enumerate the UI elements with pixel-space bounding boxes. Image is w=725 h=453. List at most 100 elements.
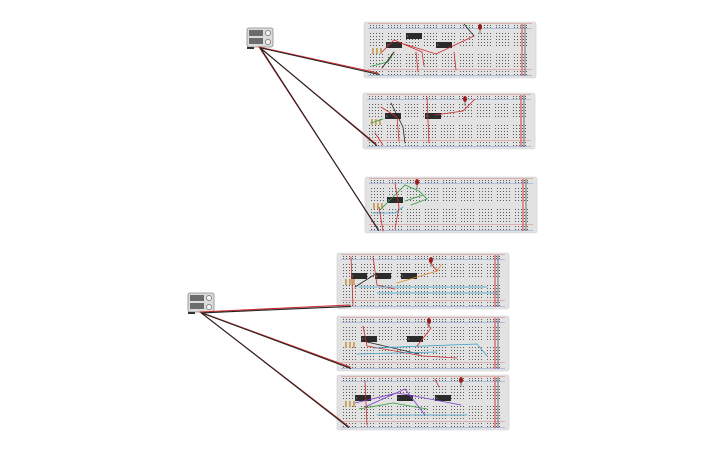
ic-chip-icon <box>406 33 422 39</box>
terminal <box>188 312 195 314</box>
display-window <box>249 38 263 44</box>
ic-chip[interactable] <box>387 197 403 203</box>
power-supply-top[interactable] <box>246 27 274 49</box>
positive-wire <box>258 46 379 74</box>
jumper-wire[interactable] <box>364 380 368 426</box>
resistor-bank[interactable] <box>345 279 355 285</box>
jumper-wire[interactable] <box>381 51 395 69</box>
breadboard-icon <box>336 315 510 372</box>
jumper-wire[interactable] <box>364 388 426 416</box>
jumper-wire[interactable] <box>403 35 475 55</box>
hole-grid <box>343 378 500 427</box>
jumper-wire[interactable] <box>374 132 384 146</box>
chip-notch <box>437 44 439 46</box>
resistor-bank[interactable] <box>373 203 383 209</box>
chip-notch <box>408 338 410 340</box>
breadboard-4[interactable] <box>336 252 510 310</box>
ic-chip-icon <box>386 42 402 48</box>
led[interactable] <box>415 179 419 189</box>
supply-cable[interactable] <box>199 311 352 369</box>
ic-chip[interactable] <box>351 273 367 279</box>
led[interactable] <box>427 318 431 328</box>
ic-chip-icon <box>385 113 401 119</box>
supply-cable[interactable] <box>258 46 380 231</box>
chip-notch <box>426 115 428 117</box>
jumper-wire[interactable] <box>434 378 440 388</box>
breadboard-1[interactable] <box>363 21 537 79</box>
display-window <box>190 303 204 309</box>
ic-chip[interactable] <box>397 395 413 401</box>
ic-chip-icon <box>375 273 391 279</box>
ic-chip-icon <box>407 336 423 342</box>
resistor-bank[interactable] <box>345 401 355 407</box>
breadboard-5[interactable] <box>336 315 510 372</box>
negative-wire <box>200 312 350 428</box>
hole-grid <box>370 25 527 75</box>
ic-chip[interactable] <box>436 42 452 48</box>
jumper-wire[interactable] <box>390 102 406 144</box>
jumper-wire[interactable] <box>394 182 400 230</box>
chip-notch <box>402 275 404 277</box>
ic-chip[interactable] <box>386 42 402 48</box>
resistor-bank[interactable] <box>372 48 382 54</box>
led-icon <box>429 257 433 263</box>
power-supply-bottom[interactable] <box>187 292 215 314</box>
led[interactable] <box>429 257 433 267</box>
chip-notch <box>388 199 390 201</box>
led[interactable] <box>463 96 467 106</box>
led[interactable] <box>478 24 482 34</box>
jumper-wire[interactable] <box>354 392 462 406</box>
jumper-wire[interactable] <box>404 194 424 202</box>
ic-chip-icon <box>401 273 417 279</box>
ic-chip[interactable] <box>425 113 441 119</box>
jumper-wire[interactable] <box>415 51 419 73</box>
supply-cable[interactable] <box>258 46 380 75</box>
jumper-wire[interactable] <box>453 51 457 71</box>
ic-chip[interactable] <box>407 336 423 342</box>
ic-chip[interactable] <box>401 273 417 279</box>
jumper-wire[interactable] <box>362 325 458 359</box>
breadboard-6[interactable] <box>336 374 510 431</box>
chip-notch <box>407 35 409 37</box>
jumper-wire[interactable] <box>350 256 354 306</box>
jumper-wire[interactable] <box>366 341 420 355</box>
resistor-icon <box>353 401 355 407</box>
breadboard-icon <box>362 92 536 150</box>
jumper-wire[interactable] <box>434 98 476 116</box>
ic-chip[interactable] <box>361 336 377 342</box>
breadboard-3[interactable] <box>364 176 538 234</box>
jumper-wire[interactable] <box>463 23 475 37</box>
resistor-icon <box>353 279 355 285</box>
jumper-wire[interactable] <box>378 206 384 232</box>
ic-chip[interactable] <box>406 33 422 39</box>
supply-cable[interactable] <box>258 46 378 146</box>
led[interactable] <box>459 377 463 387</box>
knob-icon[interactable] <box>206 295 212 301</box>
jumper-wire[interactable] <box>354 272 378 288</box>
resistor-icon <box>379 119 381 125</box>
jumper-wire[interactable] <box>426 96 430 144</box>
jumper-wire[interactable] <box>381 39 425 67</box>
jumper-wire[interactable] <box>372 343 488 357</box>
jumper-wire[interactable] <box>358 402 428 410</box>
ic-chip[interactable] <box>355 395 371 401</box>
ic-chip-icon <box>425 113 441 119</box>
led-icon <box>427 318 431 324</box>
breadboard-2[interactable] <box>362 92 536 150</box>
jumper-wire[interactable] <box>380 106 400 142</box>
supply-cable[interactable] <box>199 311 350 428</box>
supply-cable[interactable] <box>199 304 352 314</box>
resistor-bank[interactable] <box>371 119 381 125</box>
knob-icon[interactable] <box>206 304 212 310</box>
ic-chip[interactable] <box>375 273 391 279</box>
jumper-wire[interactable] <box>372 256 396 290</box>
ic-chip-icon <box>436 42 452 48</box>
ic-chip[interactable] <box>385 113 401 119</box>
ic-chip[interactable] <box>435 395 451 401</box>
knob-icon[interactable] <box>265 39 271 45</box>
jumper-wire[interactable] <box>370 118 384 124</box>
resistor-bank[interactable] <box>345 342 355 348</box>
jumper-wire[interactable] <box>356 351 438 355</box>
knob-icon[interactable] <box>265 30 271 36</box>
